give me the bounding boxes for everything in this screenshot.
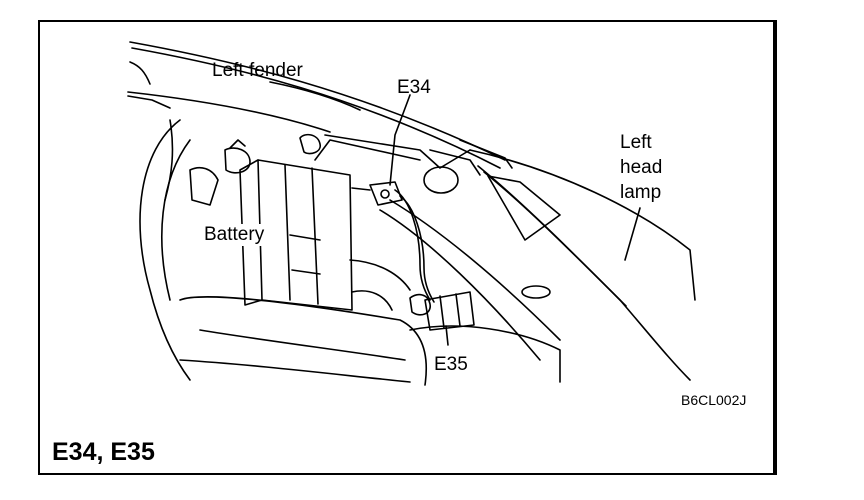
fender-notch bbox=[129, 61, 151, 85]
e35-connector bbox=[424, 291, 475, 331]
label-e35: E35 bbox=[434, 354, 468, 375]
figure-code: B6CL002J bbox=[681, 392, 747, 408]
wheel-well bbox=[139, 119, 191, 381]
fender-lip bbox=[127, 91, 331, 133]
fender-edge-inner bbox=[131, 47, 501, 169]
label-e34: E34 bbox=[397, 77, 431, 98]
reservoir-cap bbox=[423, 166, 459, 194]
battery-body bbox=[257, 159, 353, 311]
label-left-head-lamp-line1: Left bbox=[620, 132, 652, 153]
leader-e34 bbox=[389, 94, 411, 186]
leader-left-fender bbox=[269, 81, 361, 111]
head-lamp-lens bbox=[487, 175, 561, 241]
fender-edge bbox=[129, 41, 506, 161]
label-left-fender: Left fender bbox=[212, 60, 303, 81]
leader-head-lamp bbox=[624, 207, 641, 261]
label-left-head-lamp: Left head lamp bbox=[620, 130, 662, 205]
figure-caption: E34, E35 bbox=[52, 438, 155, 466]
label-left-head-lamp-line2: head bbox=[620, 157, 663, 178]
engine-bay-illustration bbox=[127, 41, 696, 386]
e34-connector bbox=[369, 181, 403, 206]
label-left-head-lamp-line3: lamp bbox=[620, 182, 662, 203]
battery-terminal bbox=[224, 147, 251, 174]
label-battery: Battery bbox=[202, 224, 267, 246]
frame-right-edge bbox=[773, 20, 777, 475]
battery-cell-line bbox=[284, 164, 291, 301]
leader-e35 bbox=[445, 325, 449, 346]
